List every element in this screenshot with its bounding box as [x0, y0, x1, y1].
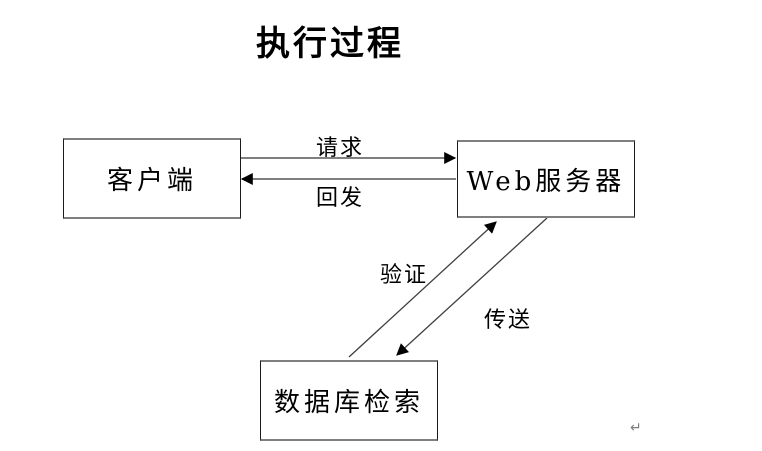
node-client-label: 客户端 [106, 166, 197, 196]
verify-edge-label: 验证 [379, 263, 428, 288]
postback-edge-label: 回发 [315, 186, 364, 211]
request-edge-label: 请求 [315, 136, 364, 161]
transfer-arrow [396, 217, 548, 356]
node-client: 客户端 [63, 138, 241, 219]
verify-arrow [348, 221, 497, 358]
diagram-title: 执行过程 [256, 24, 404, 64]
node-database: 数据库检索 [260, 360, 438, 441]
return-mark-icon: ↵ [630, 420, 642, 436]
node-database-label: 数据库检索 [273, 388, 424, 418]
transfer-edge-label: 传送 [483, 308, 532, 333]
node-web-server-label: Web服务器 [466, 166, 626, 197]
node-web-server: Web服务器 [457, 140, 635, 218]
